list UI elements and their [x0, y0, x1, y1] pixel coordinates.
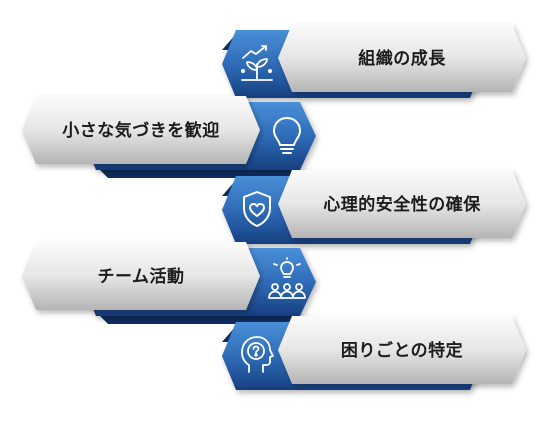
diagram-step-4: チーム活動 [0, 242, 552, 332]
lightbulb-icon [262, 110, 312, 160]
step-3-label: 心理的安全性の確保 [323, 194, 481, 215]
step-4-label: チーム活動 [97, 266, 185, 287]
growth-chart-plant-icon [232, 38, 282, 88]
step-5-shape [222, 316, 526, 390]
step-1-shape [222, 24, 526, 98]
diagram-step-1: 組織の成長 [0, 24, 552, 114]
diagram-step-3: 心理的安全性の確保 [0, 170, 552, 260]
step-2-label: 小さな気づきを歓迎 [62, 120, 220, 141]
step-1-label: 組織の成長 [358, 48, 446, 69]
team-idea-icon [262, 256, 312, 306]
diagram-step-5: 困りごとの特定 [0, 316, 552, 406]
step-5-label: 困りごとの特定 [340, 340, 464, 361]
shield-heart-icon [232, 184, 282, 234]
head-question-icon [232, 330, 282, 380]
step-3-shape [222, 170, 526, 244]
step-4-shape [22, 242, 316, 324]
